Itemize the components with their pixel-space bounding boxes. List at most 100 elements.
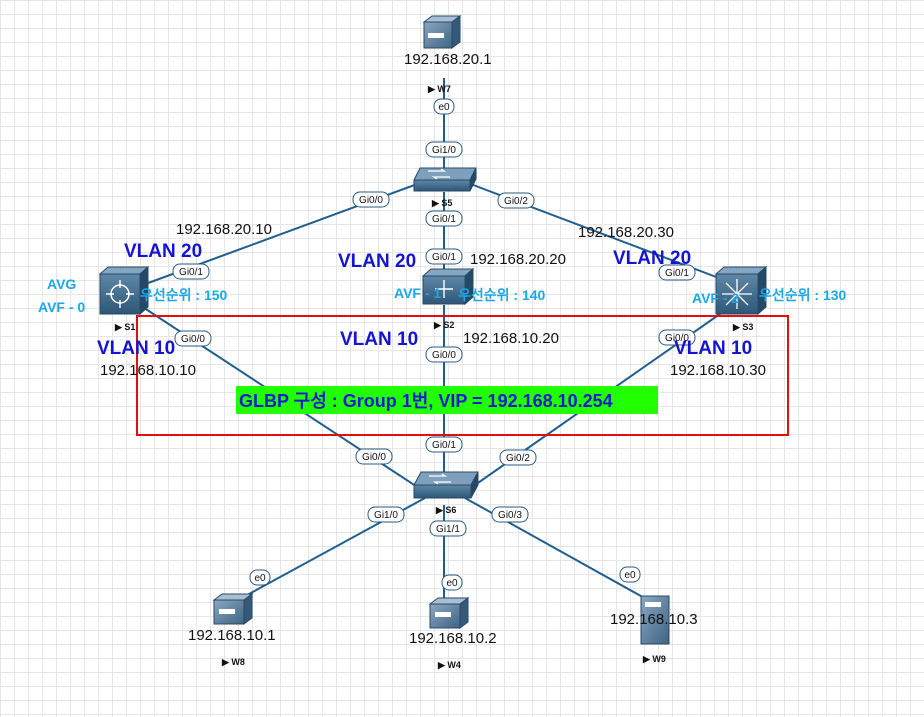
port-label: Gi1/0: [374, 510, 398, 521]
port-label: Gi0/0: [359, 195, 383, 206]
pc-w9[interactable]: 192.168.10.3 ▶ W9: [610, 595, 698, 664]
port-label: Gi0/1: [665, 268, 689, 279]
s5-name-label: ▶ S5: [431, 198, 452, 208]
port-label: Gi0/3: [498, 510, 522, 521]
pc-w4[interactable]: 192.168.10.2 ▶ W4: [409, 597, 497, 670]
s3-vlan20-ip: 192.168.20.30: [578, 224, 674, 241]
port-s2-gi0-0: Gi0/0: [425, 346, 463, 363]
pc-icon: [640, 595, 670, 645]
play-icon: ▶: [427, 84, 437, 94]
s3-name-label: ▶ S3: [732, 322, 753, 332]
s2-name-label: ▶ S2: [433, 320, 454, 330]
port-label: Gi0/0: [665, 333, 689, 344]
port-s6-gi1-0: Gi1/0: [367, 506, 405, 523]
s1-priority: 우선순위 : 150: [140, 287, 228, 303]
play-icon: ▶: [642, 654, 652, 664]
port-s5-gi0-1: Gi0/1: [425, 210, 463, 227]
port-s3-gi0-0: Gi0/0: [658, 329, 696, 346]
port-w8-e0: e0: [249, 569, 271, 586]
switch-s3[interactable]: ▶ S3: [714, 265, 768, 332]
s2-vlan10-label: VLAN 10: [340, 329, 418, 350]
s1-vlan20-label: VLAN 20: [124, 241, 202, 262]
pc-w8[interactable]: 192.168.10.1 ▶ W8: [188, 593, 276, 667]
s2-priority: 우선순위 : 140: [458, 287, 546, 303]
pc-icon: [212, 593, 254, 625]
w8-ip-label: 192.168.10.1: [188, 627, 276, 644]
s1-role-avf: AVF - 0: [38, 299, 85, 315]
port-s6-gi0-1: Gi0/1: [425, 436, 463, 453]
port-s6-gi0-0: Gi0/0: [355, 448, 393, 465]
s2-vlan10-ip: 192.168.10.20: [463, 330, 559, 347]
pc-icon: [428, 597, 470, 629]
port-label: Gi0/0: [362, 452, 386, 463]
s2-vlan20-label: VLAN 20: [338, 251, 416, 272]
play-icon: ▶: [221, 657, 231, 667]
port-s1-gi0-0: Gi0/0: [174, 330, 212, 347]
multilayer-switch-icon: [421, 267, 475, 306]
switch-s5[interactable]: ▶ S5: [413, 167, 477, 208]
port-w9-e0: e0: [619, 566, 641, 583]
port-s2-gi0-1: Gi0/1: [425, 248, 463, 265]
port-w7-e0: e0: [433, 98, 455, 115]
port-label: Gi1/1: [436, 524, 460, 535]
port-label: e0: [624, 570, 636, 581]
pc-w7[interactable]: 192.168.20.1 ▶ W7: [404, 15, 492, 94]
port-label: Gi1/0: [432, 145, 456, 156]
w7-name-label: ▶ W7: [427, 84, 451, 94]
s1-vlan20-ip: 192.168.20.10: [176, 221, 272, 238]
s3-vlan20-label: VLAN 20: [613, 248, 691, 269]
s3-role-avf: AVF - 2: [692, 290, 739, 306]
port-label: Gi0/0: [181, 334, 205, 345]
port-label: Gi0/1: [432, 440, 456, 451]
glbp-config-label: GLBP 구성 : Group 1번, VIP = 192.168.10.254: [236, 386, 658, 414]
s1-vlan10-ip: 192.168.10.10: [100, 362, 196, 379]
port-w4-e0: e0: [441, 574, 463, 591]
port-label: Gi0/1: [432, 252, 456, 263]
port-s1-gi0-1: Gi0/1: [172, 263, 210, 280]
port-s5-gi1-0: Gi1/0: [425, 141, 463, 158]
w7-ip-label: 192.168.20.1: [404, 51, 492, 68]
w9-ip-label: 192.168.10.3: [610, 611, 698, 628]
port-label: e0: [254, 573, 266, 584]
play-icon: ▶: [114, 322, 124, 332]
port-label: Gi0/1: [432, 214, 456, 225]
w9-name-label: ▶ W9: [642, 654, 666, 664]
switch-s6[interactable]: ▶ S6: [413, 471, 479, 515]
multilayer-switch-icon: [98, 265, 150, 316]
glbp-group-box: [136, 315, 789, 436]
s3-vlan10-ip: 192.168.10.30: [670, 362, 766, 379]
play-icon: ▶: [732, 322, 742, 332]
port-s6-gi1-1: Gi1/1: [429, 520, 467, 537]
play-icon: ▶: [431, 198, 441, 208]
port-label: Gi0/2: [506, 453, 530, 464]
switch-s2[interactable]: ▶ S2: [421, 267, 475, 330]
port-s3-gi0-1: Gi0/1: [658, 264, 696, 281]
port-s5-gi0-2: Gi0/2: [497, 192, 535, 209]
glbp-config-text: GLBP 구성 : Group 1번, VIP = 192.168.10.254: [239, 391, 613, 411]
play-icon: ▶: [435, 505, 445, 515]
s1-role-avg: AVG: [47, 276, 76, 292]
port-label: e0: [438, 102, 450, 113]
w4-ip-label: 192.168.10.2: [409, 630, 497, 647]
port-label: Gi0/2: [504, 196, 528, 207]
multilayer-switch-icon: [714, 265, 768, 316]
port-s5-gi0-0: Gi0/0: [352, 191, 390, 208]
switch-icon: [413, 471, 479, 499]
port-label: Gi0/1: [179, 267, 203, 278]
s1-vlan10-label: VLAN 10: [97, 338, 175, 359]
s2-vlan20-ip: 192.168.20.20: [470, 251, 566, 268]
play-icon: ▶: [437, 660, 447, 670]
s6-name-label: ▶ S6: [435, 505, 456, 515]
w8-name-label: ▶ W8: [221, 657, 245, 667]
port-label: e0: [446, 578, 458, 589]
w4-name-label: ▶ W4: [437, 660, 461, 670]
s2-role-avf: AVF - 1: [394, 285, 441, 301]
port-label: Gi0/0: [432, 350, 456, 361]
pc-icon: [422, 15, 462, 49]
port-s6-gi0-2: Gi0/2: [499, 449, 537, 466]
play-icon: ▶: [433, 320, 443, 330]
s3-priority: 우선순위 : 130: [759, 287, 847, 303]
switch-s1[interactable]: ▶ S1: [98, 265, 150, 332]
port-s6-gi0-3: Gi0/3: [491, 506, 529, 523]
